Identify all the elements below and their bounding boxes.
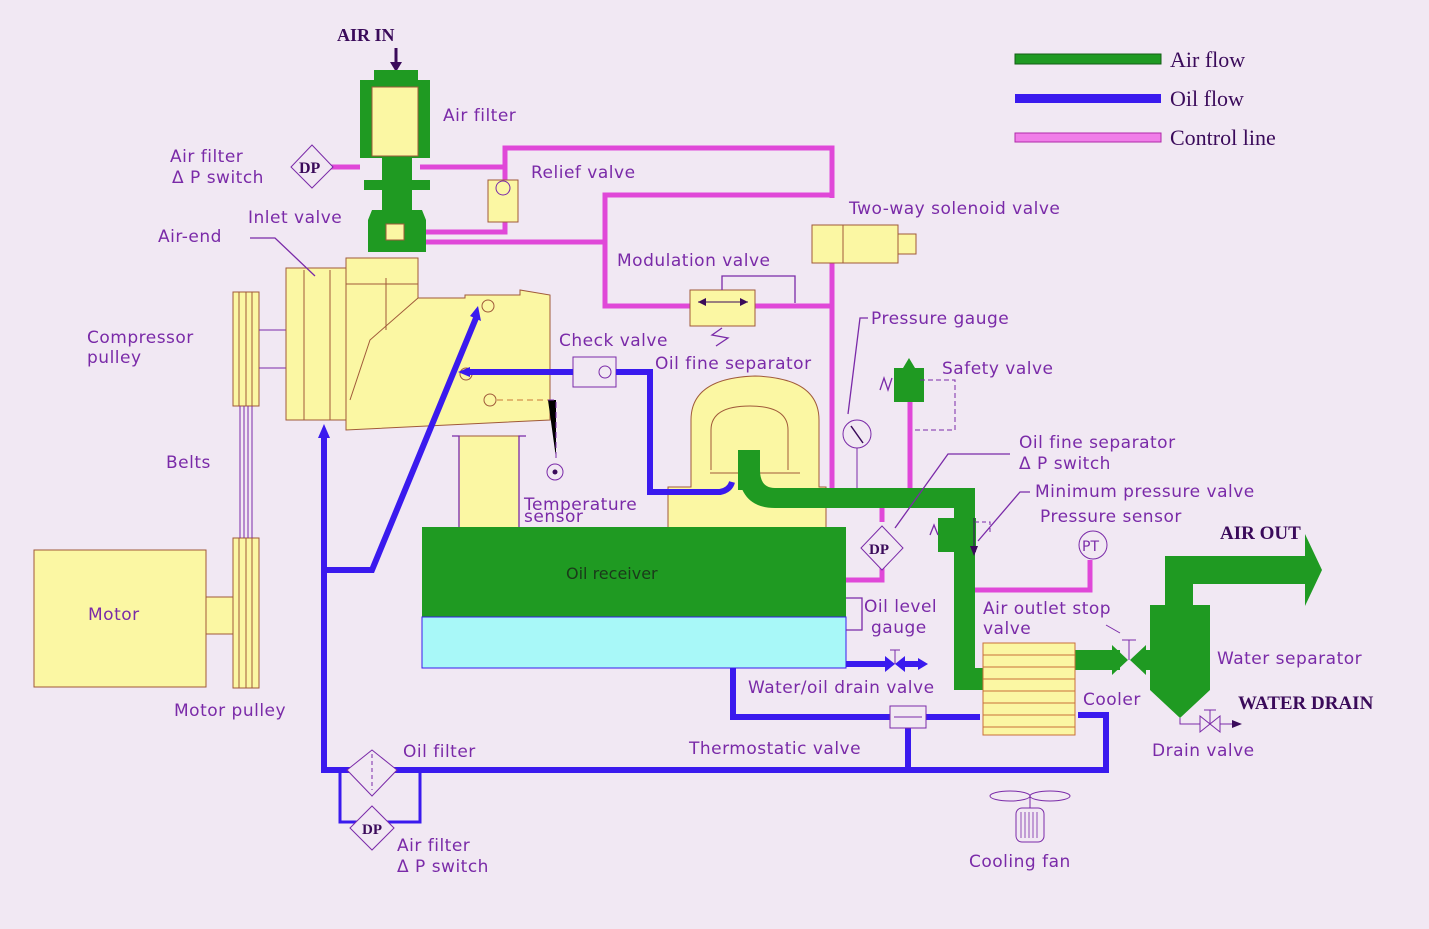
oil-receiver: Oil receiver Oil level gauge — [421, 527, 937, 669]
oil-filter-label: Oil filter — [403, 742, 476, 762]
air-filter: AIR IN Air filter Inlet valve — [248, 25, 516, 252]
cooler-label: Cooler — [1083, 690, 1141, 710]
compressor-pulley-label-2: pulley — [87, 348, 142, 368]
belts-label: Belts — [166, 453, 211, 473]
two-way-solenoid-valve-label: Two-way solenoid valve — [848, 199, 1060, 219]
modulation-valve: Modulation valve — [617, 251, 796, 347]
legend-oil-flow-swatch — [1015, 94, 1161, 103]
legend: Air flow Oil flow Control line — [1014, 47, 1276, 150]
air-filter-dp-label-2: Δ P switch — [172, 168, 264, 188]
pressure-gauge: Pressure gauge — [842, 309, 1009, 488]
ofs-dp-switch-label-2: Δ P switch — [1019, 454, 1111, 474]
air-out-label: AIR OUT — [1220, 523, 1301, 544]
water-separator-label: Water separator — [1217, 649, 1362, 669]
drain-valve-label: Drain valve — [1152, 741, 1255, 761]
air-filter-dp-switch: DP Air filter Δ P switch — [170, 144, 334, 189]
cooling-fan-label: Cooling fan — [969, 852, 1071, 872]
oil-filter-dp-label: Air filter — [397, 836, 470, 856]
air-outlet-stop-valve-label-2: valve — [983, 619, 1031, 639]
pressure-sensor-label: Pressure sensor — [1040, 507, 1182, 527]
check-valve-label: Check valve — [559, 331, 668, 351]
oil-receiver-label: Oil receiver — [566, 564, 658, 583]
legend-air-flow-swatch — [1014, 53, 1162, 65]
legend-control-line-swatch — [1014, 132, 1162, 143]
pressure-sensor: PT — [1078, 530, 1108, 560]
svg-text:PT: PT — [1082, 539, 1099, 555]
svg-text:DP: DP — [299, 160, 321, 177]
cooler: Cooler — [982, 642, 1141, 736]
svg-text:DP: DP — [869, 542, 889, 558]
cooling-fan: Cooling fan — [969, 790, 1071, 872]
air-filter-label: Air filter — [443, 106, 516, 126]
oil-lines — [318, 306, 1109, 824]
two-way-solenoid-valve: Two-way solenoid valve — [811, 199, 1060, 264]
air-end: Air-end — [158, 227, 551, 431]
pressure-gauge-label: Pressure gauge — [871, 309, 1009, 329]
temperature-sensor-label: Temperature — [523, 495, 637, 515]
legend-oil-flow-label: Oil flow — [1170, 86, 1244, 111]
safety-valve: Safety valve — [879, 358, 1054, 431]
motor-pulley-label: Motor pulley — [174, 701, 286, 721]
svg-text:DP: DP — [362, 822, 382, 838]
safety-valve-label: Safety valve — [942, 359, 1054, 379]
motor — [33, 549, 207, 688]
water-drain-label: WATER DRAIN — [1238, 693, 1374, 714]
relief-valve-label: Relief valve — [531, 163, 636, 183]
control-lines — [330, 145, 1093, 593]
oil-filter: Oil filter DP Air filter Δ P switch — [346, 742, 489, 877]
compressor-pulley-label: Compressor — [87, 328, 194, 348]
temperature-sensor-label-2: sensor — [524, 507, 583, 527]
motor-label: Motor — [88, 605, 140, 625]
minimum-pressure-valve-label: Minimum pressure valve — [1035, 482, 1255, 502]
air-discharge-line: AIR OUT — [738, 450, 1322, 718]
legend-control-line-label: Control line — [1170, 125, 1276, 150]
check-valve: Check valve — [559, 331, 668, 388]
oil-level-gauge-label: Oil level — [864, 597, 937, 617]
legend-air-flow-label: Air flow — [1170, 47, 1245, 72]
temperature-sensor: Temperature sensor — [523, 399, 637, 527]
ofs-dp-switch-label: Oil fine separator — [1019, 433, 1176, 453]
air-outlet-stop-valve-label: Air outlet stop — [983, 599, 1111, 619]
oil-filter-dp-label-2: Δ P switch — [397, 857, 489, 877]
thermostatic-valve-label: Thermostatic valve — [688, 739, 861, 759]
relief-valve: Relief valve — [487, 163, 636, 223]
air-end-label: Air-end — [158, 227, 222, 247]
air-in-label: AIR IN — [337, 25, 395, 45]
modulation-valve-label: Modulation valve — [617, 251, 770, 271]
water-oil-drain-valve-label: Water/oil drain valve — [748, 678, 935, 698]
oil-level-gauge-label-2: gauge — [871, 618, 927, 638]
motor-assembly: Motor Compressor pulley Belts Motor pull… — [33, 291, 286, 721]
drain-valve: Drain valve WATER DRAIN — [1152, 693, 1374, 761]
inlet-valve-label: Inlet valve — [248, 208, 342, 228]
air-filter-dp-label: Air filter — [170, 147, 243, 167]
oil-fine-separator-label: Oil fine separator — [655, 354, 812, 374]
thermostatic-valve: Thermostatic valve — [688, 705, 927, 759]
oil-fine-separator-dp-switch: DP Oil fine separator Δ P switch — [860, 433, 1176, 571]
belts — [239, 406, 253, 538]
